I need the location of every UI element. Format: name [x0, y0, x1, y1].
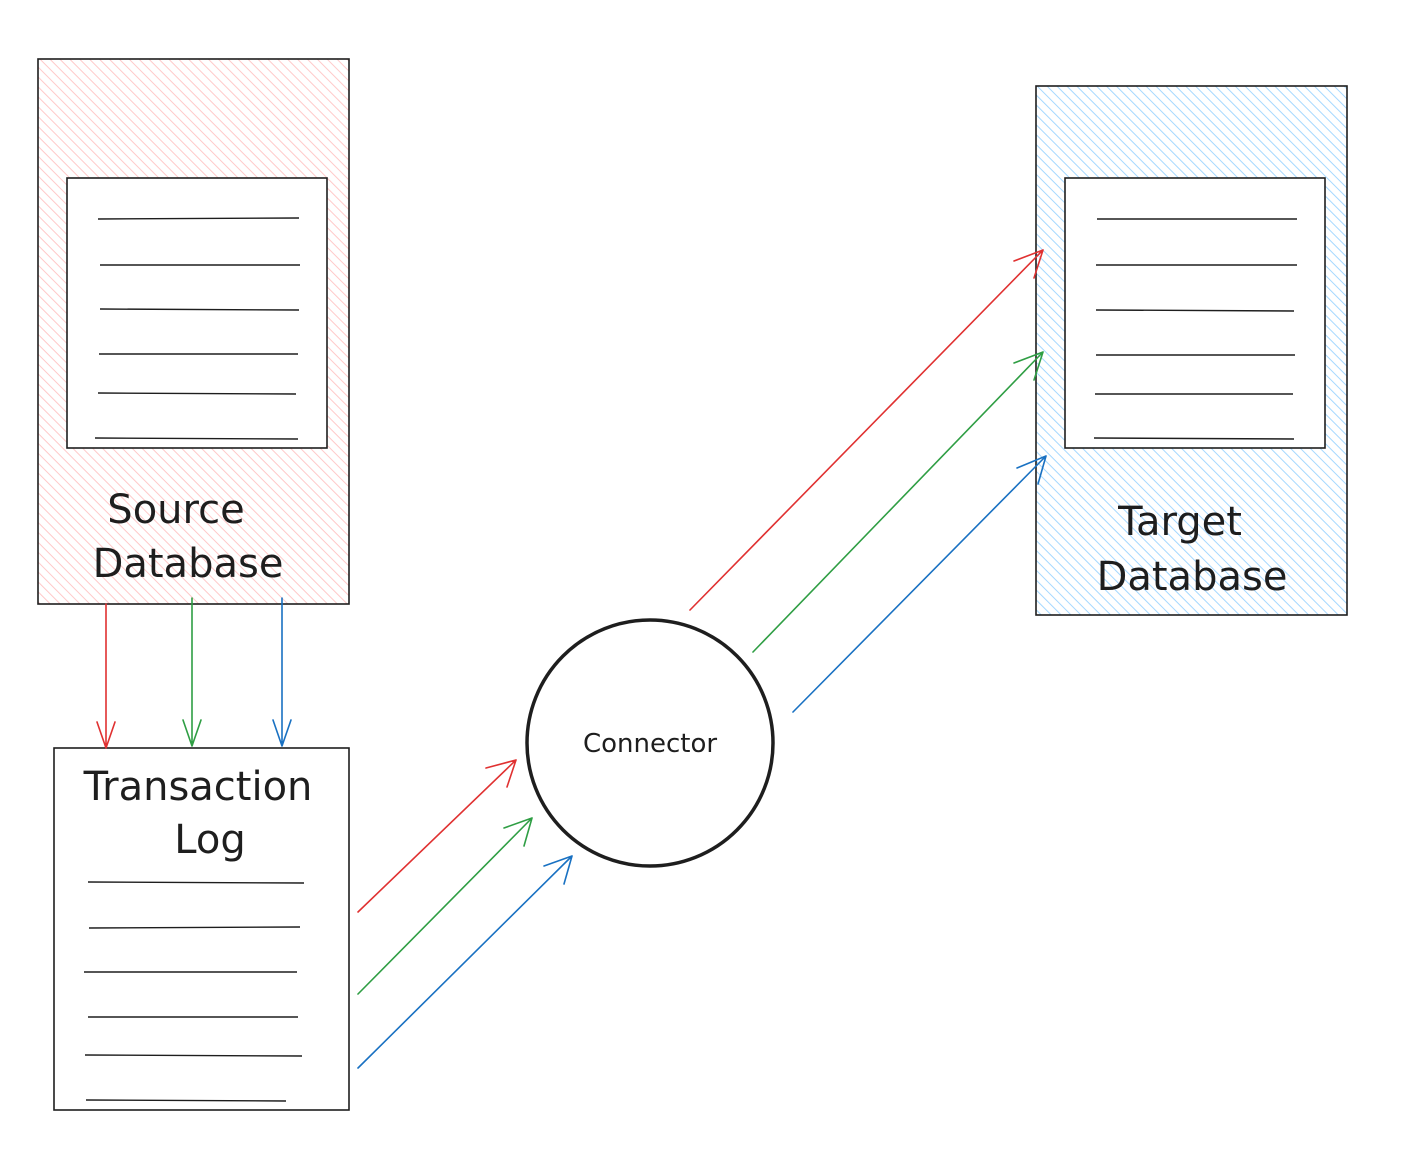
- arrow-blue-connector-target: [792, 455, 1047, 713]
- arrow-red-log-connector: [357, 759, 517, 913]
- target-database-label-line1: Target: [1117, 499, 1242, 545]
- transaction-log-label-line2: Log: [174, 817, 245, 863]
- transaction-log: Transaction Log: [53, 747, 350, 1111]
- arrows-connector-to-target: [689, 249, 1047, 713]
- connector-circle: [525, 618, 775, 868]
- target-database: Target Database: [1035, 85, 1348, 616]
- target-table-lines: [1093, 218, 1297, 440]
- source-database: Source Database: [37, 58, 350, 605]
- arrows-source-to-log: [96, 597, 292, 749]
- transaction-log-lines: [84, 881, 305, 1102]
- arrow-green-log-connector: [357, 817, 533, 995]
- transaction-log-label-line1: Transaction: [83, 764, 313, 810]
- arrow-red-down: [96, 603, 116, 749]
- target-table-icon: [1064, 177, 1326, 449]
- arrow-blue-log-connector: [357, 855, 573, 1069]
- connector: Connector: [525, 618, 775, 868]
- source-table-icon: [66, 177, 328, 449]
- source-table-lines: [94, 217, 300, 440]
- connector-label: Connector: [583, 729, 717, 759]
- target-database-label-line2: Database: [1097, 554, 1288, 600]
- arrow-green-connector-target: [752, 351, 1044, 653]
- arrow-red-connector-target: [689, 249, 1044, 611]
- source-database-label-line2: Database: [93, 541, 284, 587]
- arrow-green-down: [182, 597, 202, 747]
- transaction-log-box: [53, 747, 350, 1111]
- arrows-log-to-connector: [357, 759, 573, 1069]
- source-database-label-line1: Source: [107, 487, 244, 533]
- arrow-blue-down: [272, 597, 292, 747]
